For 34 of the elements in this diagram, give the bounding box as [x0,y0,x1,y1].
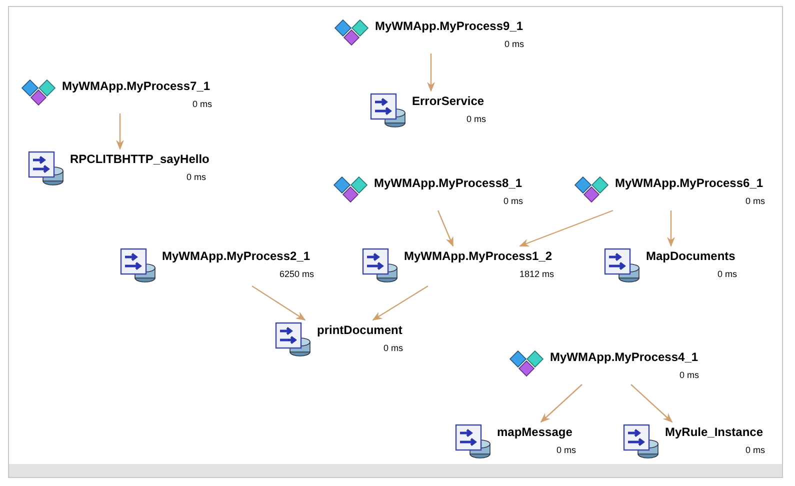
arrow [519,210,614,247]
node-title: MyWMApp.MyProcess1_2 [404,248,554,264]
node-title: MapDocuments [646,248,736,264]
duration-text: 0 ms [745,195,765,208]
duration-text: 1812 ms [519,268,554,281]
arrow [630,384,673,423]
node-title: MyRule_Instance [665,424,764,440]
arrow [667,210,675,247]
node-title: MyWMApp.MyProcess8_1 [374,175,523,191]
node-title: MyWMApp.MyProcess4_1 [550,349,699,365]
duration-text: 0 ms [503,195,523,208]
node-title: ErrorService [412,93,486,109]
duration-text: 0 ms [186,171,206,184]
node-title: MyWMApp.MyProcess6_1 [615,175,764,191]
arrow [116,114,124,150]
duration-text: 0 ms [745,444,765,457]
duration-text: 0 ms [679,369,699,382]
arrow [437,210,454,247]
node-title: printDocument [317,322,403,338]
arrow [427,54,435,92]
node-title: MyWMApp.MyProcess9_1 [375,18,524,34]
arrow [252,286,306,321]
duration-text: 0 ms [504,38,524,51]
node-title: mapMessage [497,424,574,440]
duration-text: 0 ms [192,98,212,111]
duration-text: 0 ms [717,268,737,281]
node-title: MyWMApp.MyProcess7_1 [62,78,212,94]
arrow [540,384,582,423]
duration-text: 0 ms [466,113,486,126]
duration-text: 0 ms [556,444,576,457]
duration-text: 0 ms [383,342,403,355]
duration-text: 6250 ms [279,268,314,281]
arrow [372,286,428,321]
node-title: MyWMApp.MyProcess2_1 [162,248,312,264]
